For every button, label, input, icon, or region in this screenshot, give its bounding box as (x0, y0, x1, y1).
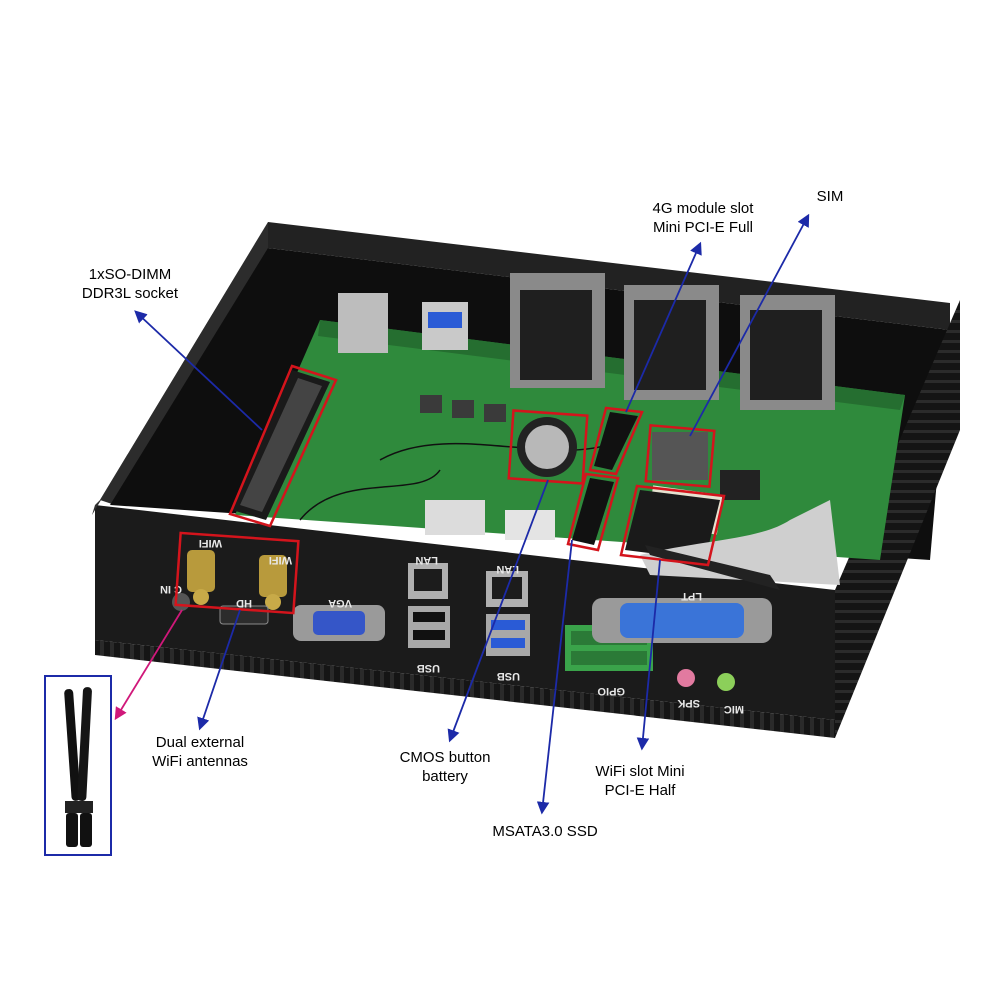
arrow-msata (536, 539, 573, 815)
callout-wifi-slot-line1: WiFi slot Mini (595, 763, 685, 780)
highlight-cmos (507, 409, 589, 485)
port-label-lan-1: LAN (415, 554, 438, 566)
arrow-cmos (447, 479, 549, 743)
highlight-msata (566, 472, 620, 552)
callout-antennas-line2: WiFi antennas (152, 753, 248, 770)
highlight-wifi-slot (619, 484, 726, 567)
port-label-mic: MIC (724, 703, 744, 715)
callout-wifi-slot: WiFi slot Mini PCI-E Half (570, 762, 710, 800)
antennas-image (64, 687, 93, 847)
callout-4g-line2: Mini PCI-E Full (652, 219, 753, 236)
callout-msata-line1: MSATA3.0 SSD (492, 823, 598, 840)
arrow-4g-slot (625, 241, 702, 413)
highlight-sim (644, 423, 716, 489)
front-panel (172, 550, 772, 691)
port-label-gpio: GPIO (597, 685, 625, 697)
sim-holder (652, 432, 708, 480)
rear-connectors (338, 293, 468, 353)
callout-sodimm-line2: DDR3L socket (81, 285, 179, 302)
lpt-port (592, 598, 772, 643)
arrow-sodimm (134, 310, 263, 431)
wifi-connector-right (259, 555, 287, 610)
arrow-sim (689, 213, 810, 437)
arrow-wifi-slot (636, 559, 661, 751)
port-label-lpt: LPT (681, 590, 702, 602)
mini-pcie-slots (572, 412, 720, 560)
cmos-battery (517, 417, 577, 477)
callout-4g-line1: 4G module slot (652, 200, 754, 217)
callout-sim: SIM (800, 187, 860, 206)
highlight-boxes (174, 364, 726, 615)
lan-usb-stack-1 (408, 563, 450, 648)
port-label-wifi-right: WIFI (269, 554, 292, 566)
port-label-dc-in: C IN (160, 583, 182, 595)
callout-sim-line1: SIM (816, 188, 844, 205)
antenna-inset (44, 675, 112, 856)
vga-port (293, 605, 385, 641)
callout-arrows (134, 213, 810, 815)
highlight-sodimm (228, 364, 338, 528)
highlight-4g-slot (588, 406, 644, 476)
lan-usb-stack-2 (486, 571, 530, 656)
callout-antennas: Dual external WiFi antennas (135, 733, 265, 771)
port-label-vga: VGA (328, 597, 352, 609)
callout-msata: MSATA3.0 SSD (470, 822, 620, 841)
port-label-usb-1: USB (417, 662, 440, 674)
port-label-hd: HD (236, 597, 252, 609)
port-label-wifi-left: WIFI (199, 537, 222, 549)
callout-cmos-line2: battery (422, 768, 468, 785)
callout-cmos: CMOS button battery (375, 748, 515, 786)
arrow-antennas (197, 609, 241, 731)
callout-sodimm: 1xSO-DIMM DDR3L socket (70, 265, 190, 303)
mic-jack (717, 673, 735, 691)
port-label-spk: SPK (677, 697, 700, 709)
arrow-antenna-image (114, 609, 183, 721)
callout-wifi-slot-line2: PCI-E Half (604, 782, 676, 799)
sodimm-socket (232, 370, 330, 520)
callout-cmos-line1: CMOS button (399, 749, 491, 766)
highlight-wifi-antenna-connectors (174, 531, 300, 615)
heatsink-clamps (510, 273, 835, 410)
callout-antennas-line1: Dual external (155, 734, 245, 751)
callout-sodimm-line1: 1xSO-DIMM (88, 266, 172, 283)
wifi-connector-left (187, 550, 215, 605)
spk-jack (677, 669, 695, 687)
port-label-usb-2: USB (497, 670, 520, 682)
callout-4g-module: 4G module slot Mini PCI-E Full (628, 199, 778, 237)
